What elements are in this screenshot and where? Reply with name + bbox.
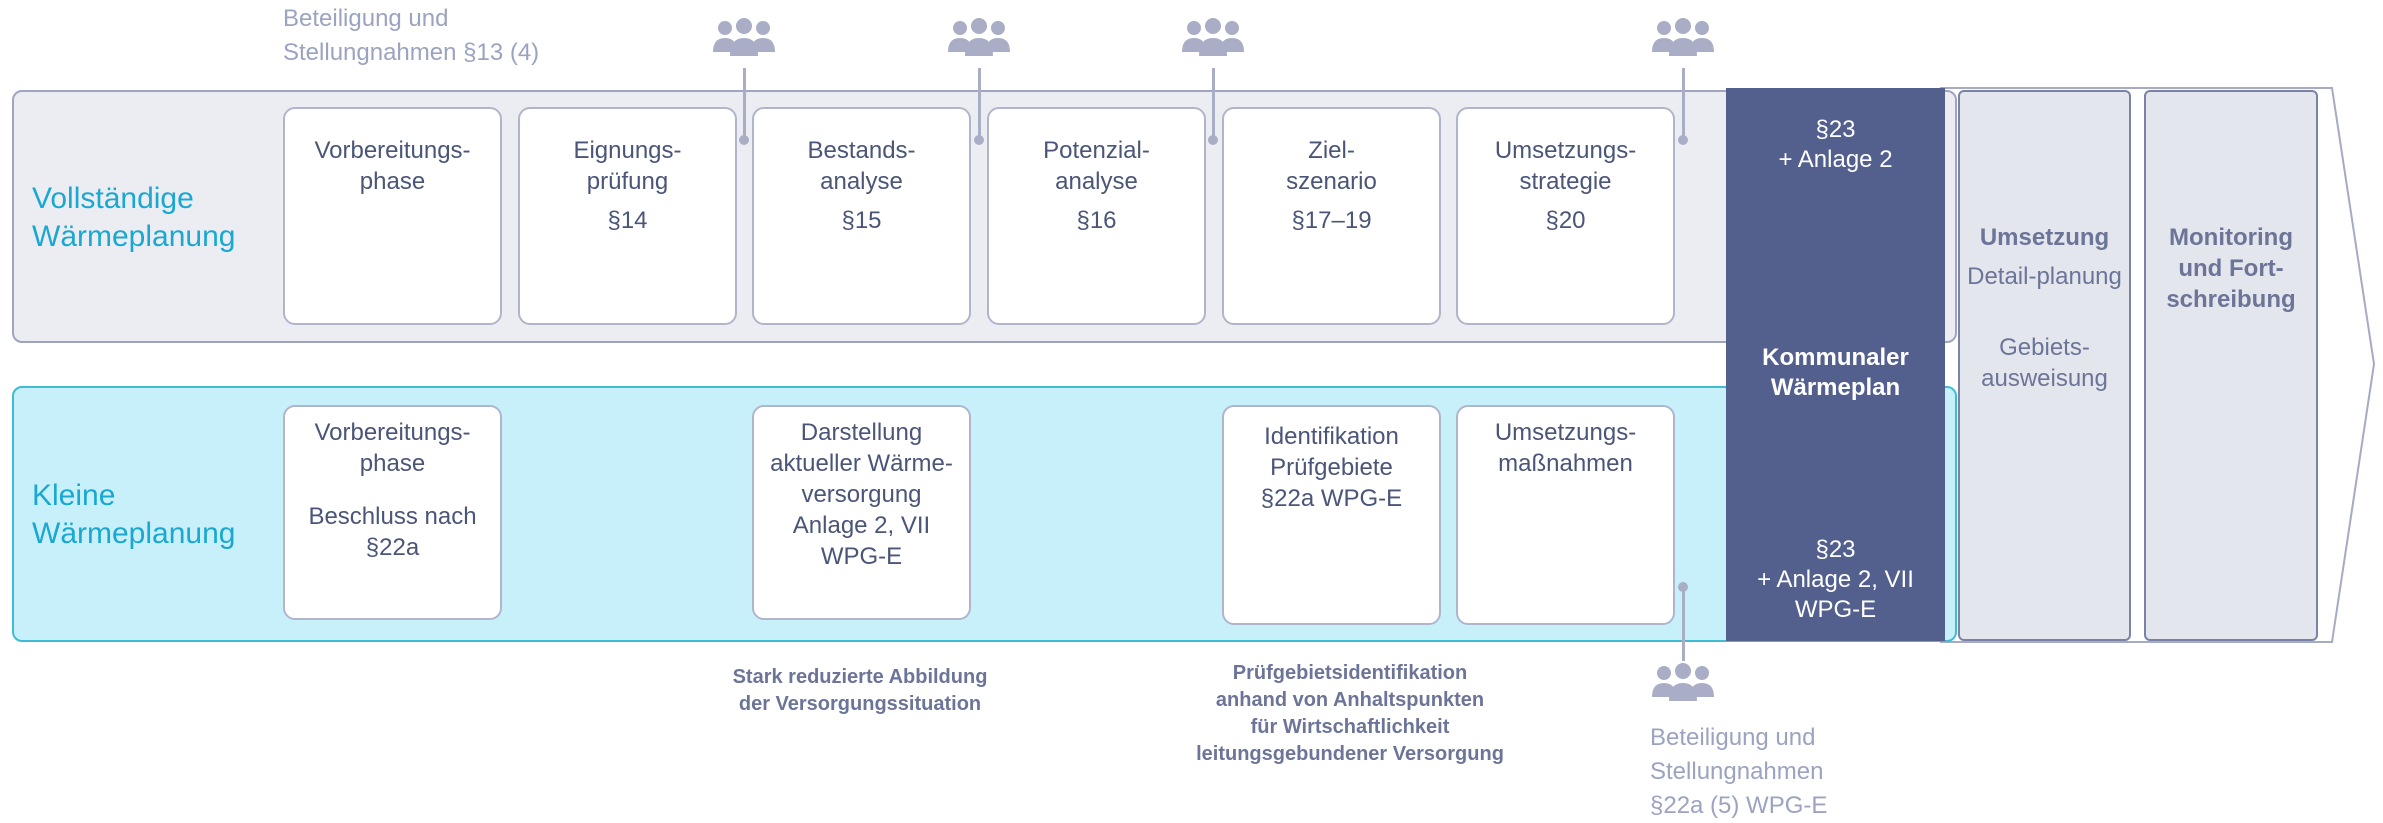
connector-line <box>743 68 746 141</box>
connector-dot <box>974 135 984 145</box>
process-arrow-outline <box>1940 87 2376 643</box>
people-icon <box>948 18 1010 56</box>
step-box-umsetzungsstrategie: Umsetzungs- strategie §20 <box>1456 107 1675 325</box>
people-icon <box>1182 18 1244 56</box>
small-box-darstellung: Darstellung aktueller Wärme- versorgung … <box>752 405 971 620</box>
connector-dot <box>739 135 749 145</box>
note-pruefgebiet: Prüfgebietsidentifikation anhand von Anh… <box>1196 662 1504 765</box>
step-box-potenzial: Potenzial- analyse §16 <box>987 107 1206 325</box>
row-label-small: Kleine Wärmeplanung <box>32 479 236 550</box>
connector-dot <box>1208 135 1218 145</box>
note-reduced-depiction: Stark reduzierte Abbildung der Versorgun… <box>732 666 988 715</box>
connector-line <box>1212 68 1215 141</box>
umsetzung-column: Umsetzung Detail-planung Gebiets- auswei… <box>1958 90 2131 641</box>
small-box-vorbereitung: Vorbereitungs- phase Beschluss nach §22a <box>283 405 502 620</box>
small-box-pruefgebiete: Identifikation Prüfgebiete §22a WPG-E <box>1222 405 1441 625</box>
step-box-zielszenario: Ziel- szenario §17–19 <box>1222 107 1441 325</box>
connector-line <box>978 68 981 141</box>
step-box-bestand: Bestands- analyse §15 <box>752 107 971 325</box>
connector-line <box>1682 68 1685 141</box>
row-label-full: Vollständige Wärmeplanung <box>32 182 236 253</box>
connector-dot <box>1678 582 1688 592</box>
participation-label-top: Beteiligung und Stellungnahmen §13 (4) <box>283 5 540 66</box>
people-icon <box>1652 663 1714 701</box>
connector-dot <box>1678 135 1688 145</box>
step-box-vorbereitung: Vorbereitungs- phase <box>283 107 502 325</box>
people-icon <box>1652 18 1714 56</box>
people-icon <box>713 18 775 56</box>
participation-label-bottom: Beteiligung und Stellungnahmen §22a (5) … <box>1650 724 1828 819</box>
step-box-eignung: Eignungs- prüfung §14 <box>518 107 737 325</box>
monitoring-column: Monitoring und Fort- schreibung <box>2144 90 2318 641</box>
connector-line <box>1682 586 1685 661</box>
small-box-umsetzungsmassnahmen: Umsetzungs- maßnahmen <box>1456 405 1675 625</box>
kommunaler-waermeplan-column: §23 + Anlage 2 Kommunaler Wärmeplan §23 … <box>1726 88 1945 641</box>
